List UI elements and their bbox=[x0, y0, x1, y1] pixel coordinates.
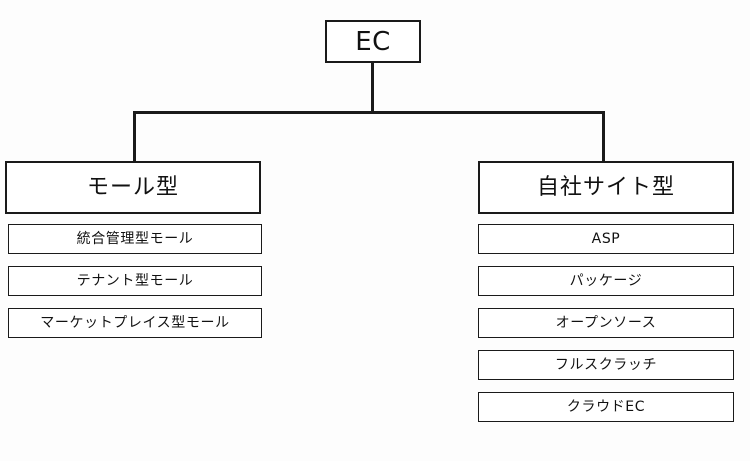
node-branch-own-site: 自社サイト型 bbox=[478, 161, 734, 214]
node-mall-child-1: テナント型モール bbox=[8, 266, 262, 296]
node-own-site-child-3: フルスクラッチ bbox=[478, 350, 734, 380]
node-own-site-child-2: オープンソース bbox=[478, 308, 734, 338]
node-root-ec: EC bbox=[325, 20, 421, 63]
node-mall-child-2: マーケットプレイス型モール bbox=[8, 308, 262, 338]
node-mall-child-0: 統合管理型モール bbox=[8, 224, 262, 254]
node-branch-mall: モール型 bbox=[5, 161, 261, 214]
node-own-site-child-4: クラウドEC bbox=[478, 392, 734, 422]
node-own-site-child-0: ASP bbox=[478, 224, 734, 254]
node-own-site-child-1: パッケージ bbox=[478, 266, 734, 296]
